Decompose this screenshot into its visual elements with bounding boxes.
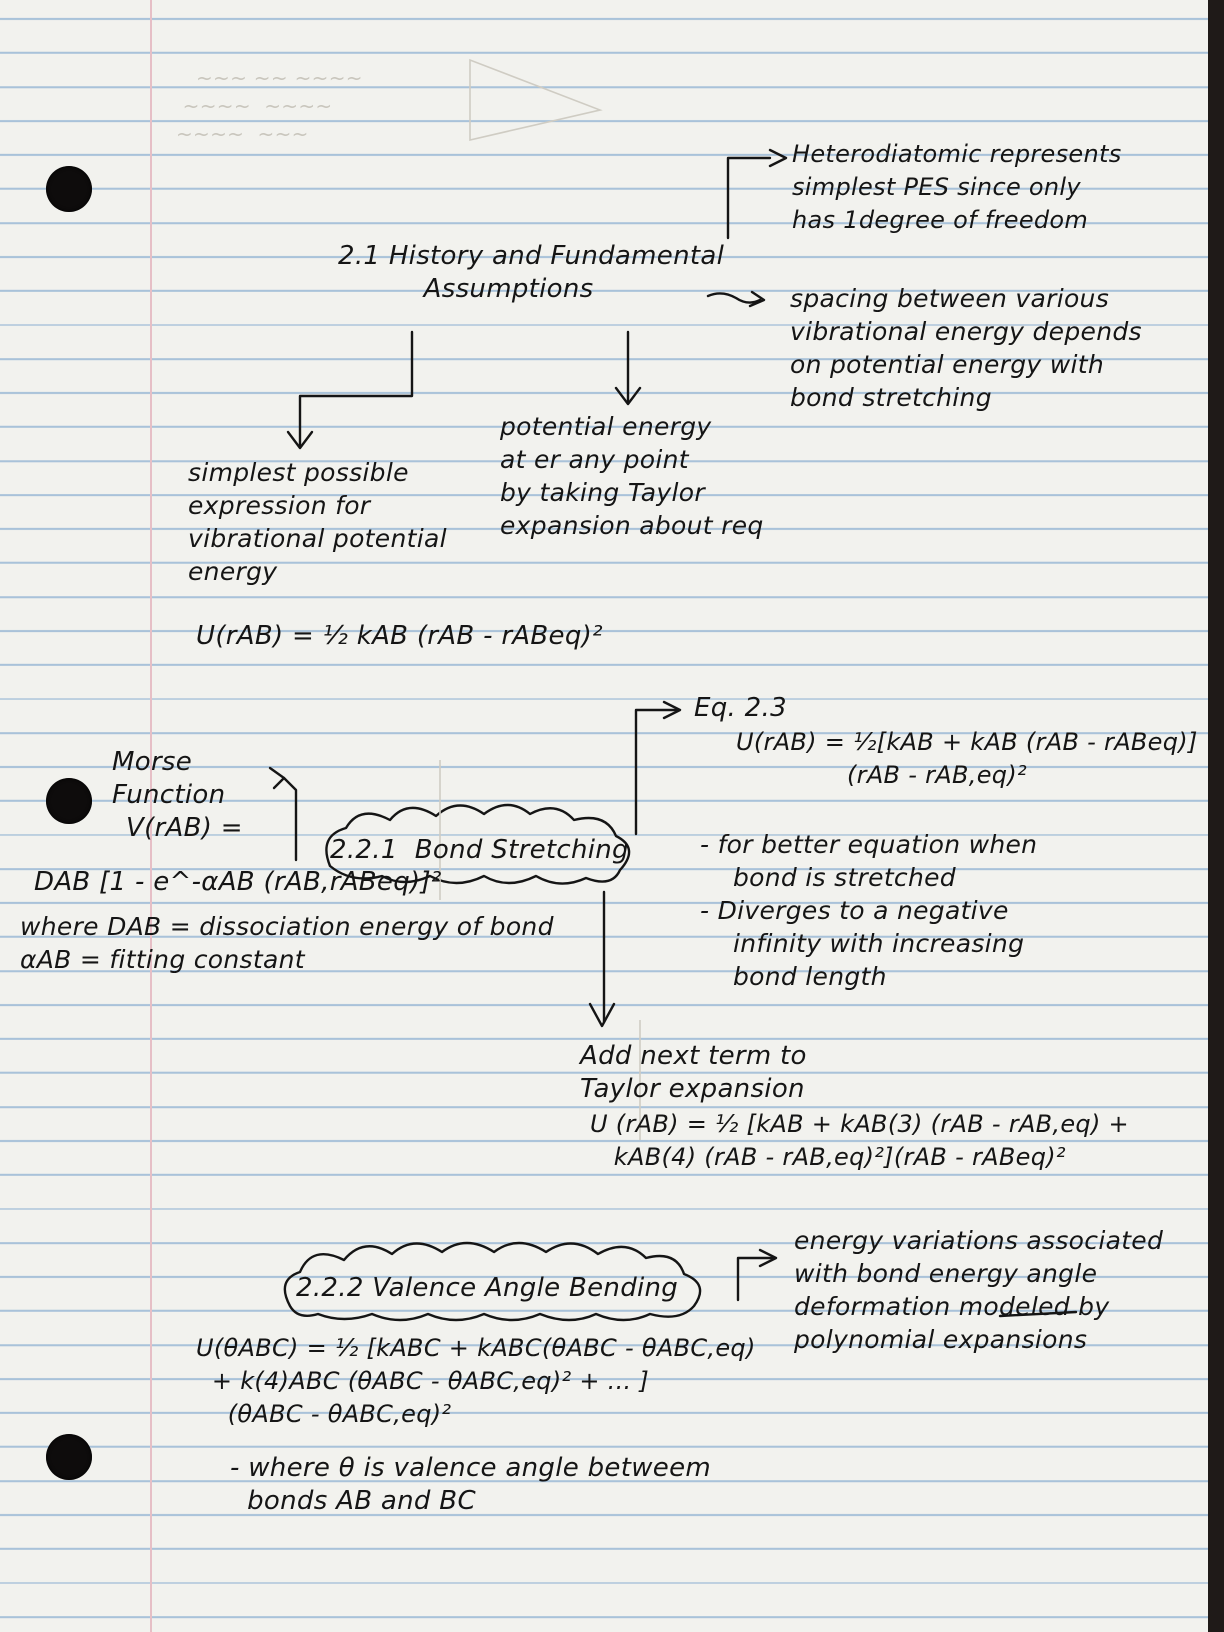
binder-hole xyxy=(46,1434,92,1480)
table-edge xyxy=(1208,0,1224,1632)
angle-bending-note: energy variations associated with bond e… xyxy=(794,1226,1164,1354)
harmonic-equation: U(rAB) = ½ kAB (rAB - rABeq)² xyxy=(196,621,603,651)
section-2-1-heading: 2.1 History and Fundamental Assumptions xyxy=(338,241,725,304)
taylor-expansion-equation: U (rAB) = ½ [kAB + kAB(3) (rAB - rAB,eq)… xyxy=(590,1110,1129,1171)
margin-line xyxy=(150,0,152,1632)
eq-2-3-label: Eq. 2.3 xyxy=(694,693,787,723)
eq-2-3-notes: - for better equation when bond is stret… xyxy=(700,830,1038,991)
morse-equation-lhs: V(rAB) = xyxy=(126,813,243,843)
potential-energy-note: potential energy at er any point by taki… xyxy=(500,412,764,540)
morse-definitions: where DAB = dissociation energy of bond … xyxy=(20,912,554,974)
section-2-2-1-heading: 2.2.1 Bond Stretching xyxy=(330,835,629,865)
morse-equation: DAB [1 - e^-αAB (rAB,rABeq)]² xyxy=(34,867,442,897)
angle-bending-equation: U(θABC) = ½ [kABC + kABC(θABC - θABC,eq)… xyxy=(196,1334,756,1428)
spacing-note: spacing between various vibrational ener… xyxy=(790,284,1142,412)
simplest-expression-note: simplest possible expression for vibrati… xyxy=(188,458,447,586)
section-2-2-2-heading: 2.2.2 Valence Angle Bending xyxy=(296,1273,679,1303)
eq-2-3-equation: U(rAB) = ½[kAB + kAB (rAB - rABeq)] (rAB… xyxy=(736,728,1198,789)
binder-hole xyxy=(46,778,92,824)
morse-function-label: Morse Function xyxy=(112,747,226,810)
taylor-expansion-note: Add next term to Taylor expansion xyxy=(580,1041,807,1104)
heterodiatomic-note: Heterodiatomic represents simplest PES s… xyxy=(792,140,1122,234)
show-through-text: ~~~ ~~ ~~~~ ~~~~ ~~~~ ~~~~ ~~~ xyxy=(176,66,363,146)
valence-angle-definition: - where θ is valence angle betweem bonds… xyxy=(230,1453,711,1516)
binder-hole xyxy=(46,166,92,212)
